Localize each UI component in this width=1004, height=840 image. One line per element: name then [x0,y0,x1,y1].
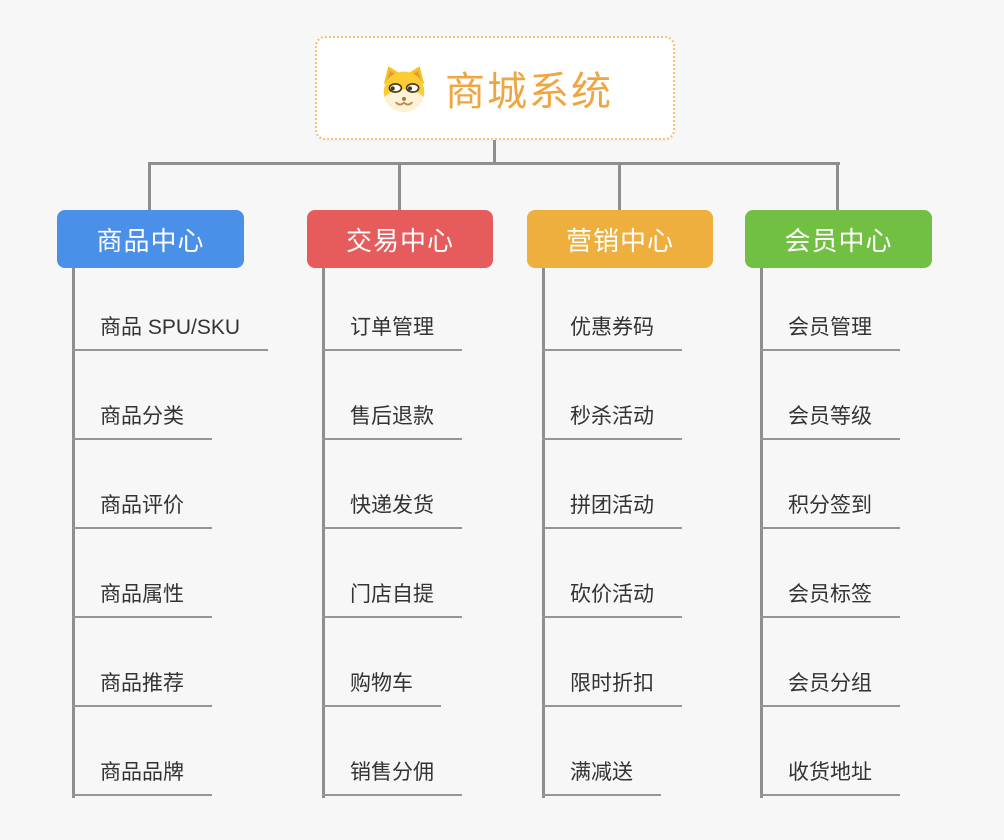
leaf-item[interactable]: 优惠券码 [542,313,682,351]
branch-drop-line-member [836,162,839,210]
leaf-item[interactable]: 订单管理 [322,313,462,351]
leaf-item[interactable]: 商品推荐 [72,669,212,707]
root-node[interactable]: 商城系统 [315,36,675,140]
leaf-item[interactable]: 秒杀活动 [542,402,682,440]
leaf-item[interactable]: 商品属性 [72,580,212,618]
leaf-item[interactable]: 会员管理 [760,313,900,351]
children-line-marketing [542,268,545,798]
leaf-item[interactable]: 商品 SPU/SKU [72,313,269,351]
branch-drop-line-trade [398,162,401,210]
leaf-item[interactable]: 砍价活动 [542,580,682,618]
leaf-item[interactable]: 会员标签 [760,580,900,618]
children-line-member [760,268,763,798]
leaf-item[interactable]: 会员等级 [760,402,900,440]
leaf-item[interactable]: 收货地址 [760,758,900,796]
root-title: 商城系统 [445,70,613,114]
leaf-item[interactable]: 积分签到 [760,491,900,529]
leaf-item[interactable]: 商品评价 [72,491,212,529]
branch-bus-line [148,162,840,165]
leaf-item[interactable]: 商品品牌 [72,758,212,796]
leaf-item[interactable]: 售后退款 [322,402,462,440]
dog-face-icon [383,66,425,112]
children-line-product [72,268,75,798]
leaf-item[interactable]: 限时折扣 [542,669,682,707]
leaf-item[interactable]: 销售分佣 [322,758,462,796]
branch-node-member[interactable]: 会员中心 [745,210,932,268]
children-line-trade [322,268,325,798]
leaf-item[interactable]: 门店自提 [322,580,462,618]
leaf-item[interactable]: 满减送 [542,758,661,796]
branch-node-product[interactable]: 商品中心 [57,210,244,268]
leaf-item[interactable]: 商品分类 [72,402,212,440]
leaf-item[interactable]: 快递发货 [322,491,462,529]
leaf-item[interactable]: 购物车 [322,669,441,707]
root-drop-line [493,140,496,164]
branch-node-marketing[interactable]: 营销中心 [527,210,713,268]
leaf-item[interactable]: 会员分组 [760,669,900,707]
branch-node-trade[interactable]: 交易中心 [307,210,493,268]
branch-drop-line-marketing [618,162,621,210]
leaf-item[interactable]: 拼团活动 [542,491,682,529]
branch-drop-line-product [148,162,151,210]
